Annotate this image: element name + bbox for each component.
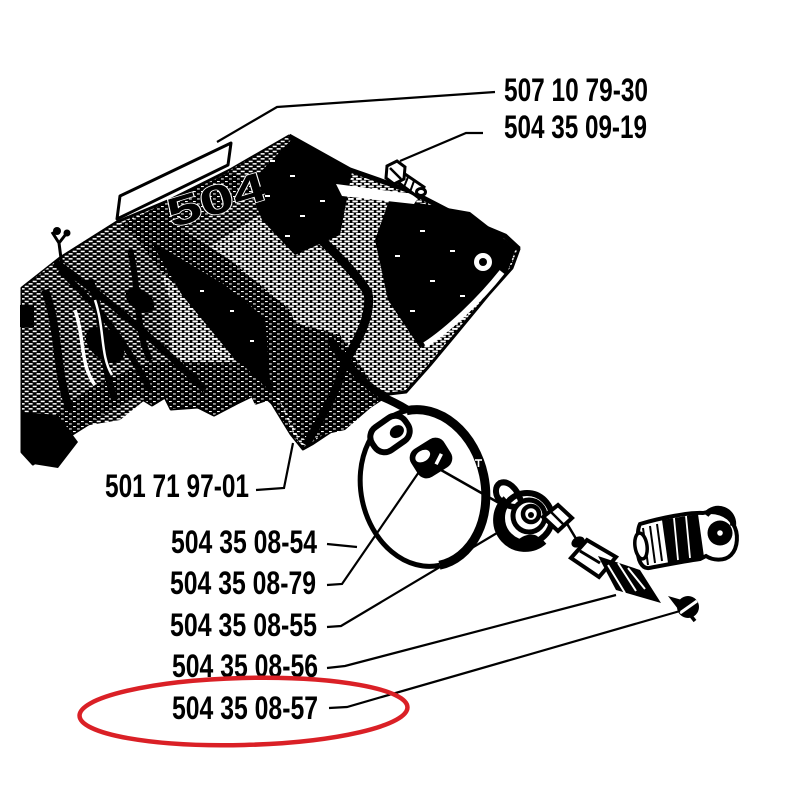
svg-text:504 35 08-55: 504 35 08-55	[170, 607, 317, 643]
svg-text:504 35 08-57: 504 35 08-57	[172, 690, 318, 726]
svg-text:507 10 79-30: 507 10 79-30	[504, 72, 648, 108]
svg-text:501 71 97-01: 501 71 97-01	[105, 468, 249, 504]
svg-text:504 35 08-79: 504 35 08-79	[170, 565, 316, 601]
svg-text:504 35 08-54: 504 35 08-54	[171, 524, 317, 560]
svg-text:504 35 09-19: 504 35 09-19	[504, 109, 647, 145]
